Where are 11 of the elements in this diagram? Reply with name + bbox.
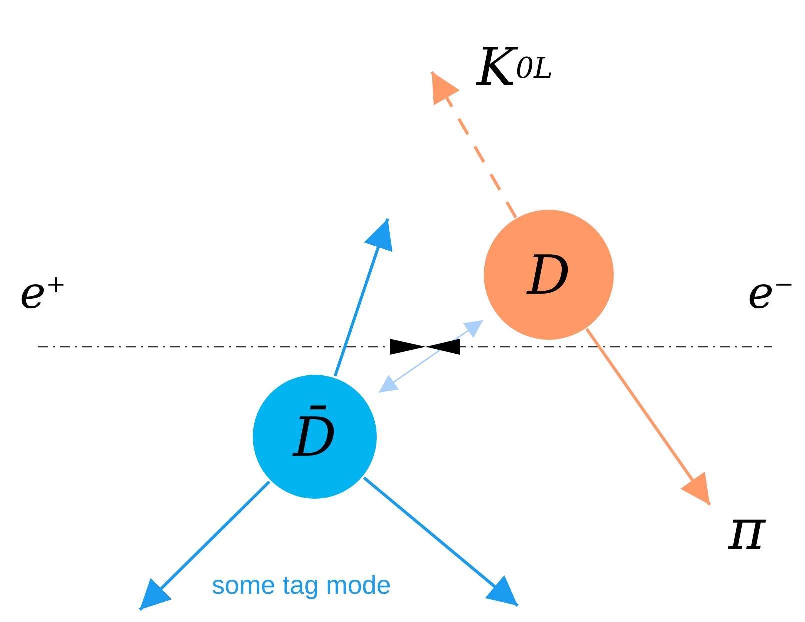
arrow <box>586 328 712 506</box>
beam-label: e$^{+}$ <box>20 268 66 319</box>
particle-symbol: π <box>712 495 782 565</box>
beam-label: e$^{−}$ <box>748 268 794 319</box>
arrow <box>363 476 519 608</box>
dashed-arrow <box>430 71 518 219</box>
double-arrow <box>378 320 484 394</box>
particle-symbol: D <box>527 244 571 306</box>
arrow <box>334 218 393 377</box>
particle-symbol: D̄ <box>293 406 337 468</box>
annotation-text: some tag mode <box>212 570 392 601</box>
